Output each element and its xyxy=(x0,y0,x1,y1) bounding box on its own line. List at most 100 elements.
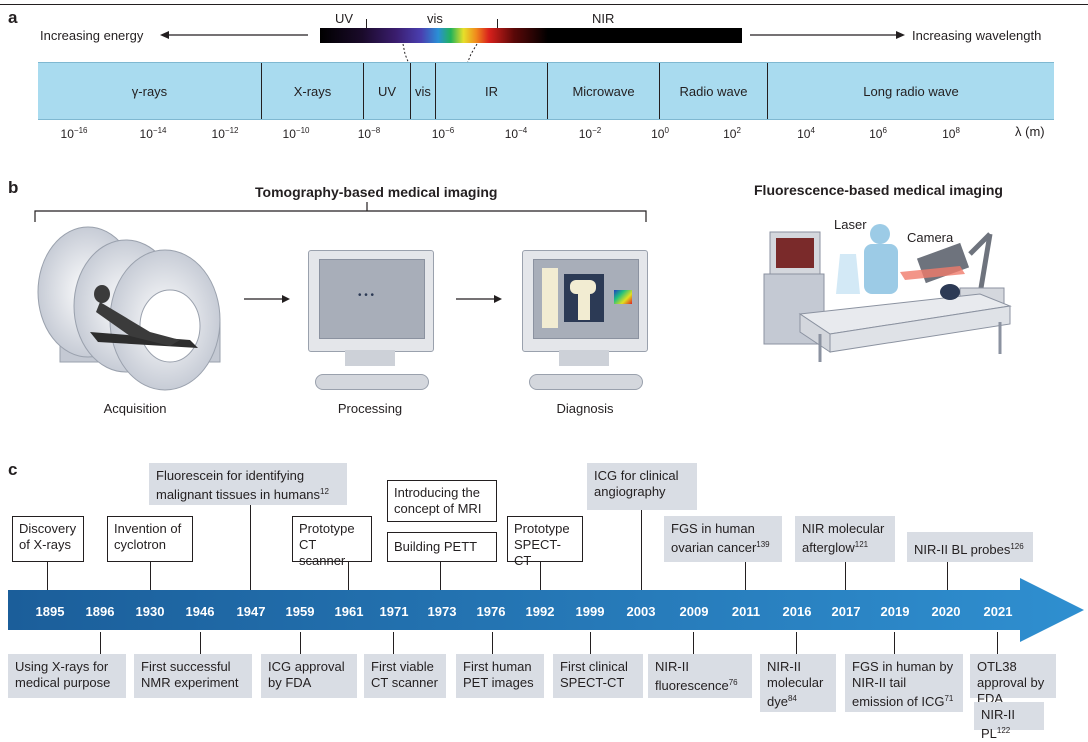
fluorescence-title: Fluorescence-based medical imaging xyxy=(754,182,1003,198)
connector xyxy=(641,510,642,590)
timeline-year: 1971 xyxy=(379,604,409,619)
wavelength-tick-label: 100 xyxy=(651,126,669,141)
connector xyxy=(745,562,746,590)
spectrum-zoom-lines xyxy=(402,43,478,65)
panel-b-label: b xyxy=(8,178,19,197)
timeline-year: 1959 xyxy=(285,604,315,619)
event-prototype-ct: Prototype CT scanner xyxy=(292,516,372,568)
connector xyxy=(997,632,998,654)
wavelength-tick-label: 10−2 xyxy=(578,126,602,141)
arrow-processing-to-diagnosis xyxy=(456,295,502,303)
band-microwave: Microwave xyxy=(548,63,660,119)
increasing-energy-text: Increasing energy xyxy=(40,28,144,43)
timeline-arrow xyxy=(8,578,1084,642)
caption-diagnosis: Diagnosis xyxy=(556,401,614,416)
band-uv: UV xyxy=(364,63,411,119)
connector xyxy=(590,632,591,654)
band-radio-wave: Radio wave xyxy=(660,63,768,119)
event-building-pett: Building PETT xyxy=(387,532,497,562)
diagnosis-heatmap xyxy=(614,290,632,304)
connector xyxy=(348,562,349,590)
connector xyxy=(250,505,251,590)
band-x-rays: X-rays xyxy=(262,63,364,119)
event-icg-fda: ICG approval by FDA xyxy=(261,654,357,698)
laser-label: Laser xyxy=(834,217,867,232)
timeline-year: 2003 xyxy=(626,604,656,619)
event-prototype-spect-ct: Prototype SPECT-CT xyxy=(507,516,583,568)
spectrum-label-uv: UV xyxy=(335,11,354,26)
processing-dots: • • • xyxy=(358,290,375,301)
diagnosis-monitor xyxy=(522,250,648,352)
event-icg-angiography: ICG for clinical angiography xyxy=(587,463,697,510)
timeline-year: 2011 xyxy=(731,604,761,619)
caption-acquisition: Acquisition xyxy=(103,401,167,416)
connector xyxy=(200,632,201,654)
connector xyxy=(300,632,301,654)
tomography-bracket xyxy=(34,202,647,222)
timeline-year: 1896 xyxy=(85,604,115,619)
panel-c-label: c xyxy=(8,460,18,479)
diagnosis-keyboard xyxy=(529,374,643,390)
processing-monitor-stand xyxy=(345,350,395,366)
connector xyxy=(492,632,493,654)
event-fgs-nir-ii-tail: FGS in human by NIR-II tail emission of … xyxy=(845,654,963,712)
timeline-year: 1973 xyxy=(427,604,457,619)
wavelength-tick-label: 10−12 xyxy=(211,126,239,141)
event-concept-mri: Introducing the concept of MRI xyxy=(387,480,497,522)
wavelength-unit: λ (m) xyxy=(1015,124,1045,139)
processing-monitor: • • • xyxy=(308,250,434,352)
wavelength-tick-label: 10−4 xyxy=(504,126,528,141)
event-first-clinical-spect-ct: First clinical SPECT-CT xyxy=(553,654,643,698)
increasing-energy-arrow xyxy=(160,31,308,39)
band-long-radio-wave: Long radio wave xyxy=(863,83,959,99)
connector xyxy=(693,632,694,654)
connector xyxy=(894,632,895,654)
spectrum-label-nir: NIR xyxy=(592,11,615,26)
connector xyxy=(150,562,151,590)
timeline-year: 1946 xyxy=(185,604,215,619)
wavelength-tick-label: 10−16 xyxy=(60,126,88,141)
timeline-year: 1999 xyxy=(575,604,605,619)
band-gamma-rays: γ-rays xyxy=(38,63,262,119)
event-fluorescein: Fluorescein for identifying malignant ti… xyxy=(149,463,347,505)
connector xyxy=(47,562,48,590)
arrow-acquisition-to-processing xyxy=(244,295,290,303)
event-nir-ii-molecular-dye: NIR-II molecular dye84 xyxy=(760,654,836,712)
timeline-year: 1895 xyxy=(35,604,65,619)
connector xyxy=(540,562,541,590)
spectrum-tick-nir xyxy=(497,19,498,28)
event-nir-afterglow: NIR molecular afterglow121 xyxy=(795,516,895,562)
event-first-nmr: First successful NMR experiment xyxy=(134,654,252,698)
timeline-year: 1976 xyxy=(476,604,506,619)
event-nir-ii-fluorescence: NIR-II fluorescence76 xyxy=(648,654,752,698)
event-nir-ii-pl: NIR-II PL122 xyxy=(974,702,1044,741)
band-ir: IR xyxy=(436,63,548,119)
scanner-illustration xyxy=(37,226,221,391)
timeline-year: 2020 xyxy=(931,604,961,619)
connector xyxy=(393,632,394,654)
diagnosis-image-panel xyxy=(542,268,558,328)
timeline-year: 1961 xyxy=(334,604,364,619)
connector xyxy=(100,632,101,654)
spectrum-label-vis: vis xyxy=(427,11,443,26)
diagnosis-monitor-stand xyxy=(559,350,609,366)
event-fgs-ovarian: FGS in human ovarian cancer139 xyxy=(664,516,782,562)
wavelength-tick-label: 10−8 xyxy=(357,126,381,141)
event-discovery-x-rays: Discovery of X-rays xyxy=(12,516,84,562)
em-spectrum-band: γ-rays X-rays UV vis IR Microwave Radio … xyxy=(38,62,1054,120)
diagnosis-screen xyxy=(533,259,639,339)
diagnosis-bone-image xyxy=(564,274,604,322)
caption-processing: Processing xyxy=(337,401,403,416)
wavelength-tick-label: 10−14 xyxy=(139,126,167,141)
increasing-wavelength-arrow xyxy=(750,31,905,39)
event-first-pet-images: First human PET images xyxy=(456,654,544,698)
event-xrays-medical: Using X-rays for medical purpose xyxy=(8,654,126,698)
connector xyxy=(845,562,846,590)
event-first-ct-scanner: First viable CT scanner xyxy=(364,654,446,698)
spectrum-tick-uv xyxy=(366,19,367,28)
processing-screen: • • • xyxy=(319,259,425,339)
timeline-year: 2016 xyxy=(782,604,812,619)
event-nir-ii-bl-probes: NIR-II BL probes126 xyxy=(907,532,1033,562)
wavelength-tick-label: 106 xyxy=(869,126,887,141)
timeline-year: 2017 xyxy=(831,604,861,619)
